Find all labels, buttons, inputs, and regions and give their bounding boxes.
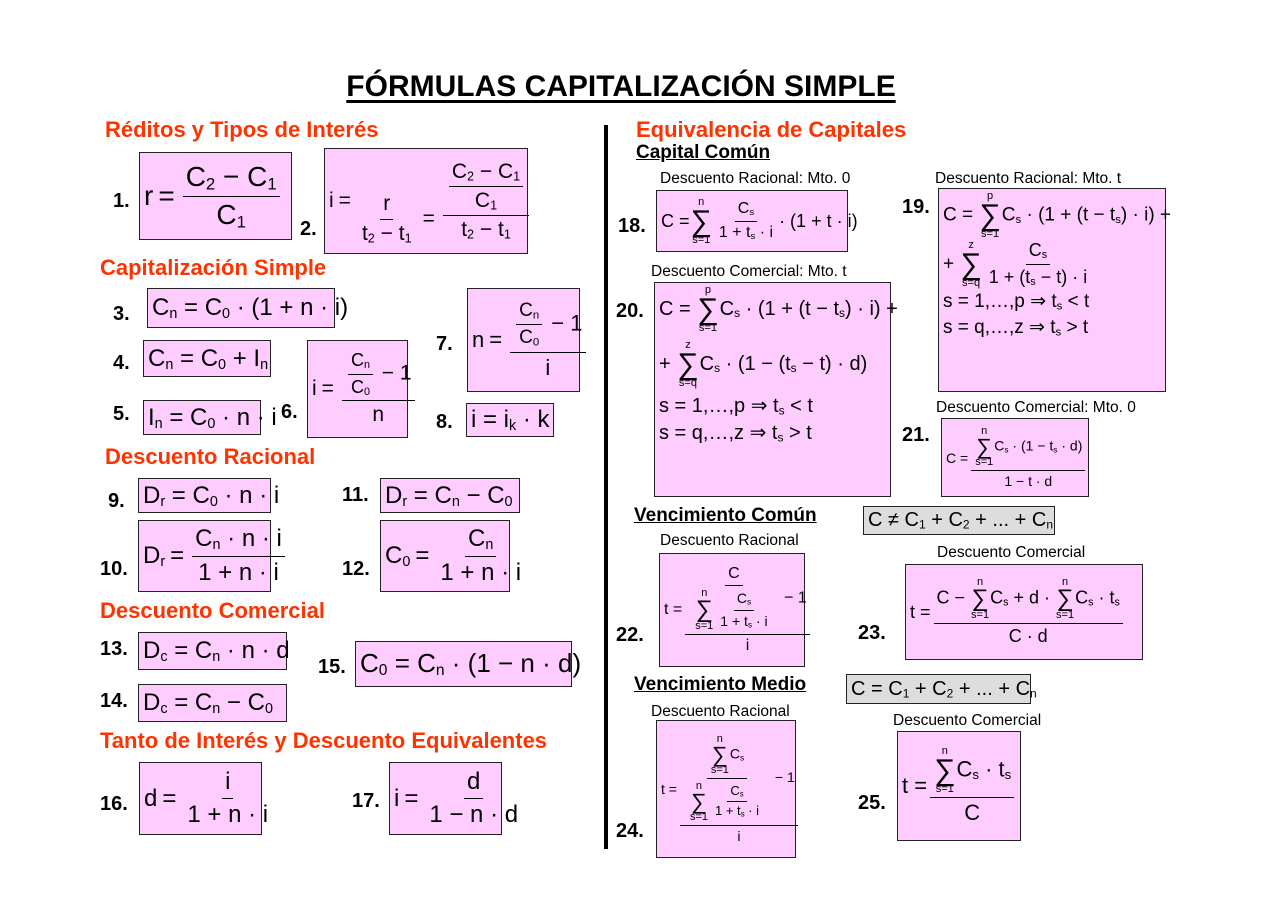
caption-24: Descuento Racional [651,703,790,720]
subsection-capital-comun: Capital Común [636,142,771,163]
formula-3: Cn = C0 · (1 + n · i) [147,288,348,328]
formula-number-5: 5. [113,403,130,425]
formula-number-21: 21. [902,424,930,446]
formula-number-3: 3. [113,303,130,325]
formula-4: Cn = C0 + In [143,340,271,377]
formula-8: i = ik · k [466,403,554,437]
formula-number-8: 8. [436,411,453,433]
formula-number-4: 4. [113,352,130,374]
formula-9: Dr = C0 · n · i [138,478,279,513]
formula-15: C0 = Cn · (1 − n · d) [355,641,581,687]
formula-number-24: 24. [616,820,644,842]
section-capitalizacion: Capitalización Simple [100,255,327,280]
caption-18: Descuento Racional: Mto. 0 [660,170,851,187]
section-descuento-racional: Descuento Racional [105,444,316,469]
caption-22: Descuento Racional [660,532,799,549]
page-title: FÓRMULAS CAPITALIZACIÓN SIMPLE [346,70,896,103]
column-divider [604,125,608,849]
formula-number-6: 6. [281,401,298,423]
section-descuento-comercial: Descuento Comercial [100,598,325,623]
formula-number-7: 7. [436,333,453,355]
formula-number-1: 1. [113,190,130,212]
formula-number-22: 22. [616,624,644,646]
formula-number-9: 9. [108,490,125,512]
formula-number-17: 17. [352,790,380,812]
formula-number-13: 13. [100,638,128,660]
section-reditos: Réditos y Tipos de Interés [105,117,379,142]
caption-19: Descuento Racional: Mto. t [935,170,1122,187]
formula-number-15: 15. [318,656,346,678]
formula-13: Dc = Cn · n · d [138,632,290,670]
formula-14: Dc = Cn − C0 [138,684,287,722]
formula-number-14: 14. [100,690,128,712]
caption-23: Descuento Comercial [937,544,1086,561]
formula-number-11: 11. [342,484,369,506]
formula-number-18: 18. [618,215,646,237]
formula-number-23: 23. [858,622,886,644]
formula-number-20: 20. [616,300,644,322]
formula-5: In = C0 · n · i [143,400,277,435]
caption-21: Descuento Comercial: Mto. 0 [936,399,1136,416]
caption-25: Descuento Comercial [893,712,1042,729]
formula-number-12: 12. [342,558,370,580]
formula-number-16: 16. [100,793,128,815]
section-equivalencia: Equivalencia de Capitales [636,117,907,142]
formula-number-19: 19. [902,196,930,218]
formula-number-2: 2. [300,218,317,240]
formula-11: Dr = Cn − C0 [380,478,520,513]
caption-20: Descuento Comercial: Mto. t [651,263,847,280]
subsection-vencimiento-comun: Vencimiento Común [634,505,817,526]
formula-number-25: 25. [858,792,886,814]
note-vencimiento-comun: C ≠ C1 + C2 + ... + Cn [863,506,1055,535]
formula-number-10: 10. [100,558,128,580]
note-vencimiento-medio: C = C1 + C2 + ... + Cn [846,674,1037,704]
subsection-vencimiento-medio: Vencimiento Medio [634,674,807,695]
section-tanto-equivalentes: Tanto de Interés y Descuento Equivalente… [100,728,548,753]
